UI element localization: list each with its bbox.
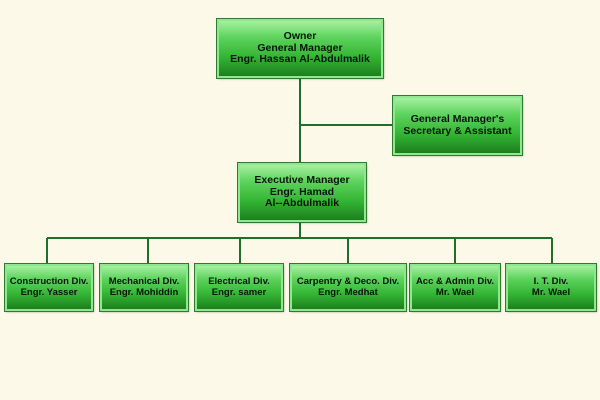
division-box-construction: Construction Div. Engr. Yasser xyxy=(4,263,94,312)
division-person: Engr. samer xyxy=(211,286,267,298)
owner-title: General Manager xyxy=(257,41,343,54)
division-person: Engr. Mohiddin xyxy=(109,286,179,298)
division-person: Engr. Yasser xyxy=(20,286,78,298)
executive-role: Executive Manager xyxy=(254,173,350,186)
assistant-line-1: General Manager's xyxy=(410,112,505,125)
owner-role: Owner xyxy=(283,29,317,42)
executive-name-1: Engr. Hamad xyxy=(269,185,335,198)
division-title: Mechanical Div. xyxy=(108,275,180,287)
owner-name: Engr. Hassan Al-Abdulmalik xyxy=(230,53,370,66)
division-title: Acc & Admin Div. xyxy=(415,275,495,287)
division-box-mechanical: Mechanical Div. Engr. Mohiddin xyxy=(99,263,189,312)
division-box-carpentry: Carpentry & Deco. Div. Engr. Medhat xyxy=(289,263,407,312)
division-person: Mr. Wael xyxy=(435,286,475,298)
division-box-acc-admin: Acc & Admin Div. Mr. Wael xyxy=(409,263,501,312)
executive-name-2: Al--Abdulmalik xyxy=(264,197,340,210)
division-title: Electrical Div. xyxy=(208,275,270,287)
division-person: Engr. Medhat xyxy=(318,286,378,298)
division-title: Carpentry & Deco. Div. xyxy=(296,275,400,287)
assistant-box: General Manager's Secretary & Assistant xyxy=(392,95,523,156)
executive-box: Executive Manager Engr. Hamad Al--Abdulm… xyxy=(237,162,367,223)
division-title: I. T. Div. xyxy=(533,275,569,287)
division-title: Construction Div. xyxy=(9,275,89,287)
division-person: Mr. Wael xyxy=(531,286,571,298)
division-box-it: I. T. Div. Mr. Wael xyxy=(505,263,597,312)
owner-box: Owner General Manager Engr. Hassan Al-Ab… xyxy=(216,18,384,79)
assistant-line-2: Secretary & Assistant xyxy=(403,124,512,137)
division-box-electrical: Electrical Div. Engr. samer xyxy=(194,263,284,312)
